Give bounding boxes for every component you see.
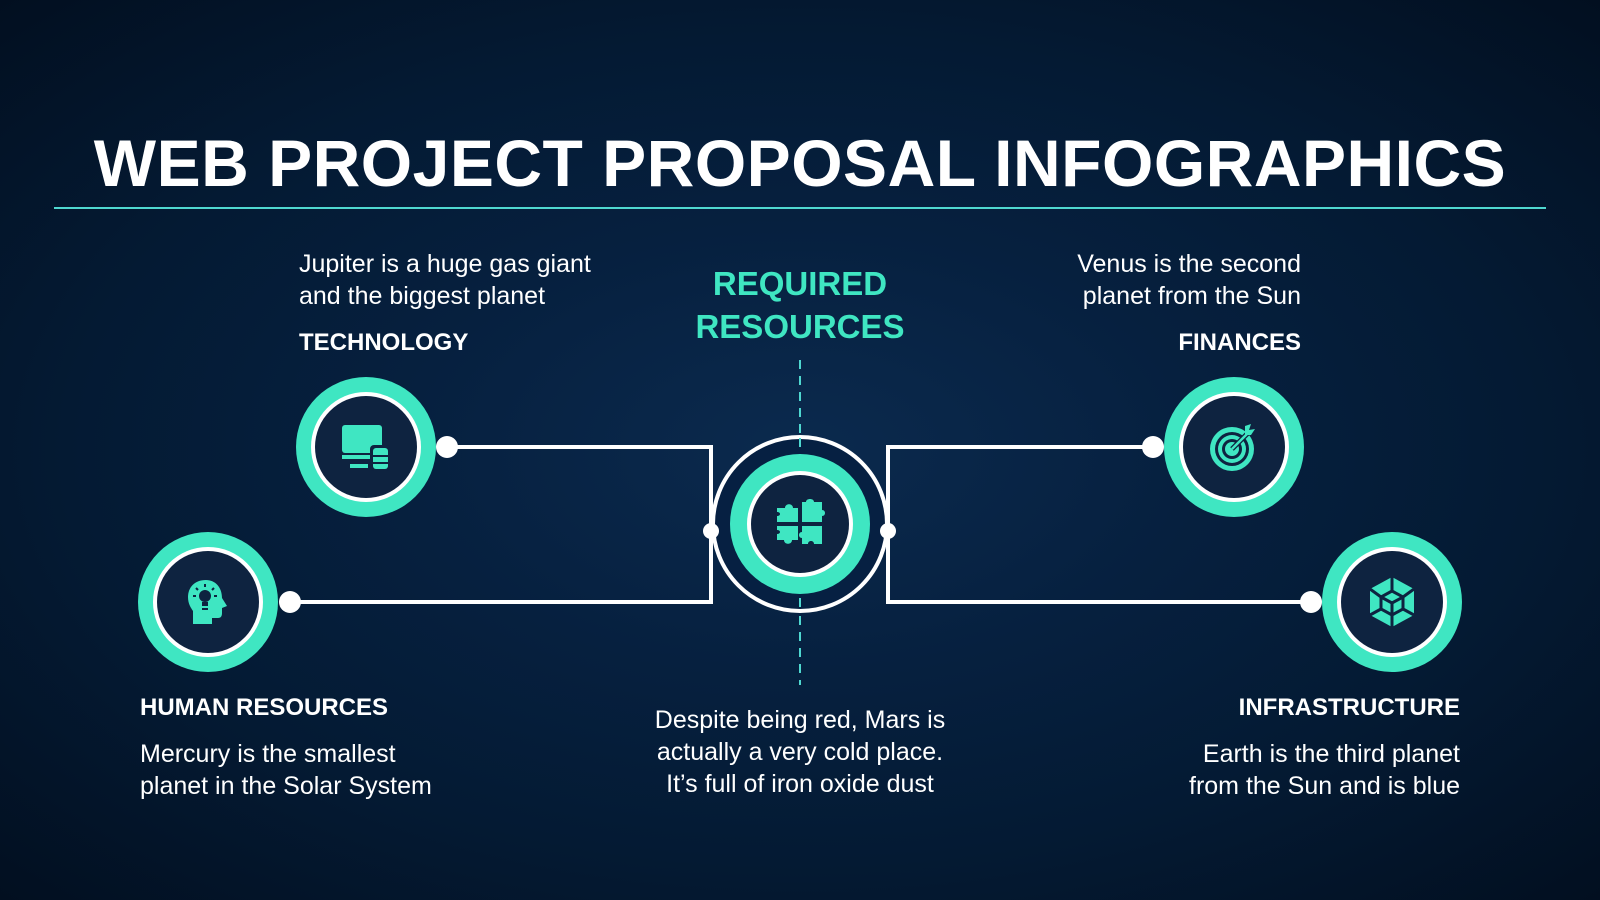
center-heading: REQUIRED RESOURCES [650, 262, 950, 348]
infrastructure-label: INFRASTRUCTURE [1238, 694, 1460, 721]
finances-description: Venus is the second planet from the Sun [1077, 250, 1301, 310]
page-title: WEB PROJECT PROPOSAL INFOGRAPHICS [93, 126, 1507, 200]
puzzle-icon [770, 494, 830, 554]
technology-label: TECHNOLOGY [299, 329, 469, 356]
cube-icon [1362, 572, 1422, 632]
center-right-dot [880, 523, 896, 539]
finances-label: FINANCES [1178, 329, 1301, 356]
center-left-dot [703, 523, 719, 539]
human-resources-label: HUMAN RESOURCES [140, 694, 389, 721]
infrastructure-dot [1300, 591, 1322, 613]
technology-dot [436, 436, 458, 458]
human-resources-description: Mercury is the smallest planet in the So… [140, 740, 432, 800]
technology-description: Jupiter is a huge gas giant and the bigg… [299, 250, 591, 310]
human-resources-dot [279, 591, 301, 613]
devices-icon [336, 417, 396, 477]
target-icon [1204, 417, 1264, 477]
center-heading-line1: REQUIRED [712, 265, 888, 302]
finances-dot [1142, 436, 1164, 458]
title-divider [54, 207, 1546, 209]
infrastructure-description: Earth is the third planet from the Sun a… [1189, 740, 1460, 800]
center-description: Despite being red, Mars is actually a ve… [654, 706, 946, 798]
head-lightbulb-icon [178, 572, 238, 632]
center-heading-line2: RESOURCES [695, 308, 905, 345]
